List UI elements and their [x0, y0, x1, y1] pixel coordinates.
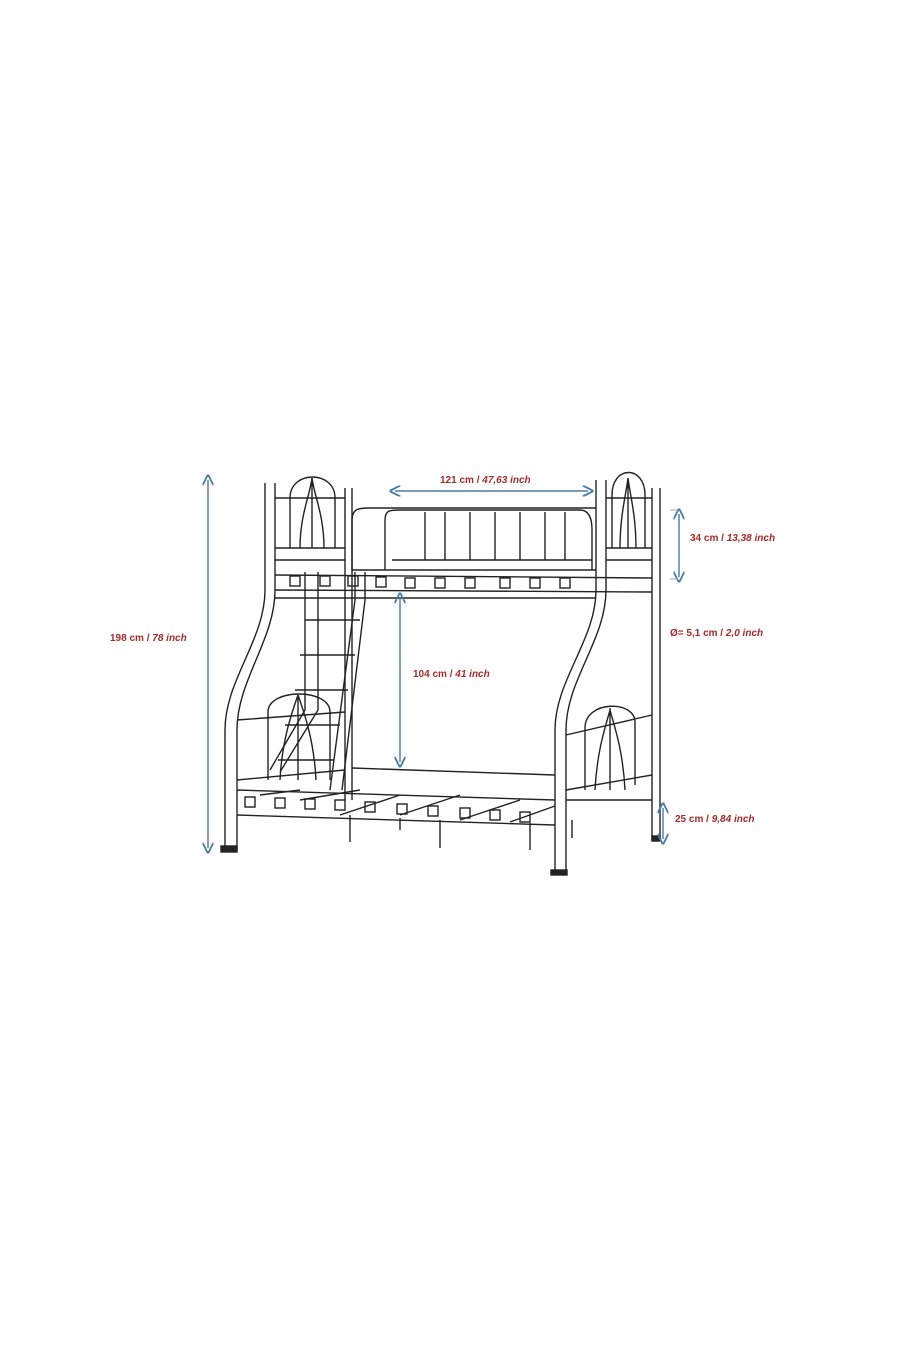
- bed-frame: [220, 471, 661, 876]
- bunk-clearance-label: 104 cm / 41 inch: [413, 669, 490, 681]
- decorative-squares: [244, 575, 571, 823]
- total-height-inch: 78 inch: [152, 633, 187, 644]
- floor-clearance-cm: 25 cm /: [675, 814, 709, 825]
- top-width-label: 121 cm / 47,63 inch: [440, 475, 531, 487]
- floor-clearance-inch: 9,84 inch: [711, 814, 755, 825]
- tube-diameter-inch: 2,0 inch: [725, 628, 764, 639]
- total-height-label: 198 cm / 78 inch: [110, 633, 187, 645]
- top-width-cm: 121 cm /: [440, 475, 480, 486]
- rail-height-inch: 13,38 inch: [726, 533, 776, 544]
- tube-diameter-cm: Ø= 5,1 cm /: [670, 628, 724, 639]
- bunk-clearance-inch: 41 inch: [455, 669, 490, 680]
- bunk-clearance-cm: 104 cm /: [413, 669, 453, 680]
- tube-diameter-label: Ø= 5,1 cm / 2,0 inch: [670, 628, 763, 640]
- rail-height-cm: 34 cm /: [690, 533, 724, 544]
- total-height-cm: 198 cm /: [110, 633, 150, 644]
- top-width-inch: 47,63 inch: [482, 475, 531, 486]
- floor-clearance-label: 25 cm / 9,84 inch: [675, 814, 755, 826]
- rail-height-label: 34 cm / 13,38 inch: [690, 533, 775, 545]
